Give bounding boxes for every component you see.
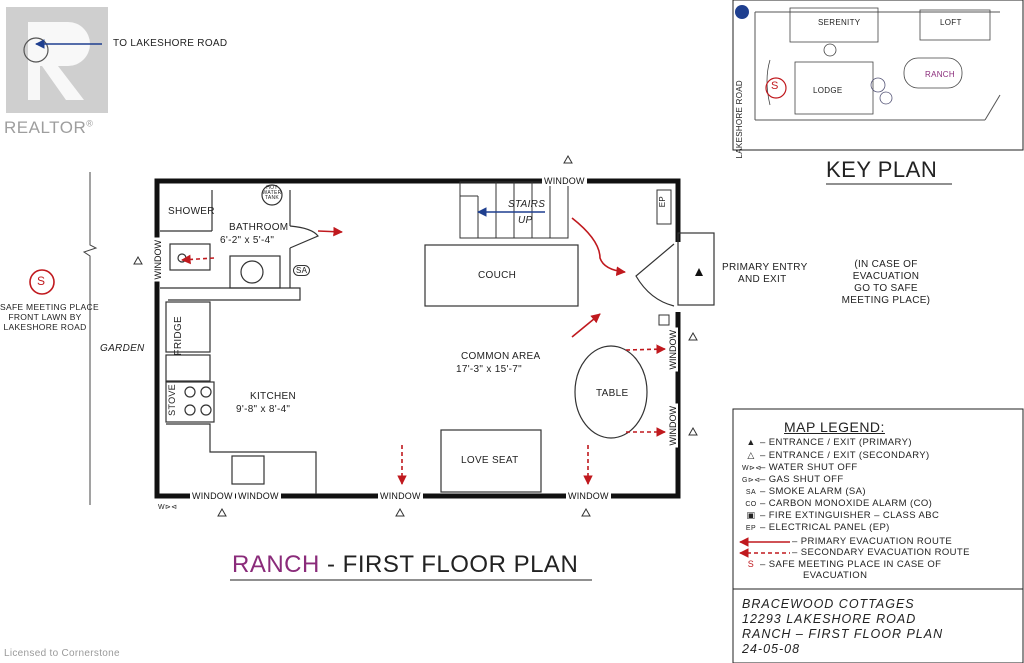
smoke-alarm-label: SA: [293, 265, 311, 276]
legend-row-safe-meeting-cont: EVACUATION: [803, 570, 868, 581]
legend-row-co-alarm: CO– CARBON MONOXIDE ALARM (CO): [745, 498, 933, 509]
legend-row-gas-shutoff: G⊳⊲– GAS SHUT OFF: [742, 474, 844, 485]
legend-row-water-shutoff: W⊳⊲– WATER SHUT OFF: [742, 462, 858, 473]
keyplan-safe-symbol: S: [771, 80, 779, 92]
bathroom-walls: [160, 184, 319, 301]
legend-row-secondary-route: – SECONDARY EVACUATION ROUTE: [792, 547, 970, 558]
realtor-watermark: REALTOR®: [4, 118, 94, 137]
title-block-line-2: 12293 LAKESHORE ROAD: [742, 612, 917, 626]
legend-row-safe-meeting: S– SAFE MEETING PLACE IN CASE OF: [747, 559, 942, 570]
shower-label: SHOWER: [168, 206, 215, 217]
primary-exit-marker: [695, 268, 703, 276]
table-shape: [574, 345, 648, 439]
stairs-up-label: UP: [518, 215, 533, 226]
keyplan-loft: LOFT: [940, 18, 962, 27]
legend-row-smoke-alarm: SA– SMOKE ALARM (SA): [745, 486, 866, 497]
table-label: TABLE: [596, 388, 629, 399]
common-area-label: COMMON AREA: [461, 351, 541, 362]
key-plan-title: KEY PLAN: [826, 157, 938, 182]
kitchen-dims: 9'-8" x 8'-4": [236, 404, 291, 415]
license-footer: Licensed to Cornerstone: [4, 648, 120, 659]
direction-label: TO LAKESHORE ROAD: [113, 38, 228, 49]
legend-title: MAP LEGEND:: [784, 419, 885, 435]
keyplan-serenity: SERENITY: [818, 18, 861, 27]
fire-extinguisher: [658, 314, 670, 326]
water-shutoff-symbol: W⊳⊲: [158, 504, 178, 511]
secondary-exit-markers: [133, 154, 698, 517]
legend-row-electrical-panel: EP– ELECTRICAL PANEL (EP): [745, 522, 890, 533]
couch-shape: [424, 244, 579, 307]
evacuation-routes: [181, 217, 666, 485]
garden-label: GARDEN: [100, 343, 145, 354]
legend-row-secondary-exit: △– ENTRANCE / EXIT (SECONDARY): [747, 450, 930, 461]
key-plan-map: [732, 0, 1024, 151]
common-area-dims: 17'-3" x 15'-7": [456, 364, 523, 375]
legend-row-fire-extinguisher: ▣– FIRE EXTINGUISHER – CLASS ABC: [746, 510, 940, 521]
window-right-lower: WINDOW: [668, 404, 678, 448]
bathroom-dims: 6'-2" x 5'-4": [220, 235, 275, 246]
love-seat-label: LOVE SEAT: [461, 455, 519, 466]
window-bottom-2: WINDOW: [236, 491, 281, 501]
page-title: RANCH - FIRST FLOOR PLAN: [232, 551, 579, 578]
love-seat-shape: [440, 429, 542, 493]
title-block-frame: [732, 588, 1024, 663]
primary-door: [635, 232, 715, 307]
title-block-line-1: BRACEWOOD COTTAGES: [742, 597, 915, 611]
title-block-line-4: 24-05-08: [742, 642, 801, 656]
legend-row-primary-exit: ▲– ENTRANCE / EXIT (PRIMARY): [746, 437, 912, 448]
window-bottom-3: WINDOW: [378, 491, 423, 501]
legend-row-primary-route: – PRIMARY EVACUATION ROUTE: [792, 536, 953, 547]
realtor-logo: [6, 7, 108, 113]
safe-meeting-symbol: [29, 269, 55, 295]
fridge-label: FRIDGE: [173, 316, 184, 356]
stove-label: STOVE: [167, 384, 177, 416]
window-right-upper: WINDOW: [668, 328, 678, 372]
stairs-label: STAIRS: [508, 199, 546, 210]
kitchen-label: KITCHEN: [250, 391, 296, 402]
keyplan-ranch: RANCH: [925, 70, 955, 79]
kitchen-fixtures: [165, 301, 317, 494]
stairs-drawing: [459, 181, 569, 239]
window-bottom-4: WINDOW: [566, 491, 611, 501]
window-left: WINDOW: [153, 238, 163, 282]
ep-label: EP: [658, 196, 667, 208]
title-block-line-3: RANCH – FIRST FLOOR PLAN: [742, 627, 944, 641]
window-bottom-1: WINDOW: [190, 491, 235, 501]
bathroom-label: BATHROOM: [229, 222, 289, 233]
keyplan-road: LAKESHORE ROAD: [735, 80, 744, 159]
electrical-panel: [656, 189, 672, 225]
garden-boundary: [82, 172, 98, 505]
window-top: WINDOW: [542, 176, 587, 186]
keyplan-lodge: LODGE: [813, 86, 843, 95]
couch-label: COUCH: [478, 270, 517, 281]
safe-meeting-letter: S: [37, 274, 46, 288]
